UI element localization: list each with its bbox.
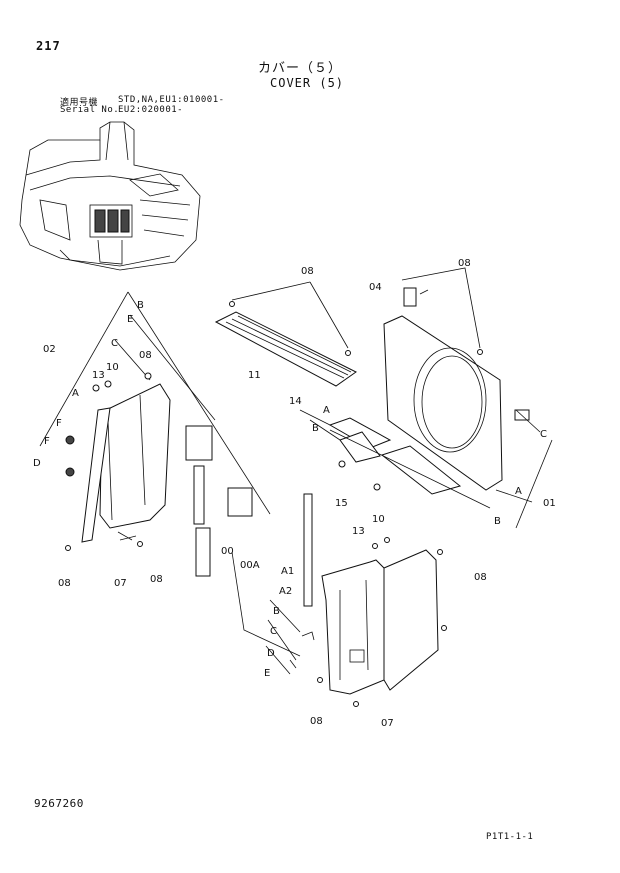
callout-08-bottom-left: 08 xyxy=(58,578,71,589)
callout-F-upper: F xyxy=(56,418,62,429)
callout-15: 15 xyxy=(335,498,348,509)
callout-C-left: C xyxy=(111,338,118,349)
seal-strips xyxy=(299,409,491,509)
left-panel-assembly xyxy=(39,291,271,577)
serial-label-jp: 適用号機 xyxy=(60,98,99,108)
callout-13-mid: 13 xyxy=(352,526,365,537)
callout-08-shroud: 08 xyxy=(458,258,471,269)
page-title-english: COVER (5) xyxy=(270,76,345,90)
callout-labels: 08 08 04 11 02 14 A B B E C 08 13 10 A F… xyxy=(33,258,556,729)
serial-range-2: EU2:020001- xyxy=(118,105,184,115)
right-panel-assembly xyxy=(231,493,447,707)
callout-04: 04 xyxy=(369,282,382,293)
excavator-location-thumbnail xyxy=(19,121,201,271)
page-reference: P1T1-1-1 xyxy=(486,832,534,842)
callout-A-right: A xyxy=(515,486,522,497)
callout-A2: A2 xyxy=(279,586,292,597)
callout-C-right: C xyxy=(540,429,547,440)
callout-10-mid: 10 xyxy=(372,514,385,525)
fan-shroud xyxy=(383,267,553,529)
callout-00: 00 xyxy=(221,546,234,557)
callout-14: 14 xyxy=(289,396,302,407)
callout-E-low: E xyxy=(264,668,270,679)
callout-B-14: B xyxy=(312,423,319,434)
callout-E-left: E xyxy=(127,314,133,325)
callout-B-low: B xyxy=(273,606,280,617)
callout-D-left: D xyxy=(33,458,41,469)
serial-label-en: Serial No. xyxy=(60,105,120,115)
callout-F-lower: F xyxy=(44,436,50,447)
callout-D-low: D xyxy=(267,648,275,659)
callout-C-low: C xyxy=(270,626,277,637)
callout-08-bottom-left-2: 08 xyxy=(150,574,163,585)
callout-11: 11 xyxy=(248,370,261,381)
callout-A-left: A xyxy=(72,388,79,399)
callout-B-right: B xyxy=(494,516,501,527)
callout-13-left: 13 xyxy=(92,370,105,381)
callout-08-bottom: 08 xyxy=(310,716,323,727)
document-number: 9267260 xyxy=(34,797,84,810)
callout-10-left: 10 xyxy=(106,362,119,373)
page-number: 217 xyxy=(36,39,61,53)
callout-A1: A1 xyxy=(281,566,294,577)
callout-07-bottom-left: 07 xyxy=(114,578,127,589)
callout-08-right: 08 xyxy=(474,572,487,583)
callout-07-bottom: 07 xyxy=(381,718,394,729)
callout-02: 02 xyxy=(43,344,56,355)
callout-01: 01 xyxy=(543,498,556,509)
callout-08-left: 08 xyxy=(139,350,152,361)
callout-A-14: A xyxy=(323,405,330,416)
callout-08-grille: 08 xyxy=(301,266,314,277)
top-grille xyxy=(214,281,357,387)
page-title-japanese: カバー（５） xyxy=(258,61,343,76)
callout-B-left: B xyxy=(137,300,144,311)
callout-00A: 00A xyxy=(240,560,260,571)
serial-range-1: STD,NA,EU1:010001- xyxy=(118,95,225,105)
